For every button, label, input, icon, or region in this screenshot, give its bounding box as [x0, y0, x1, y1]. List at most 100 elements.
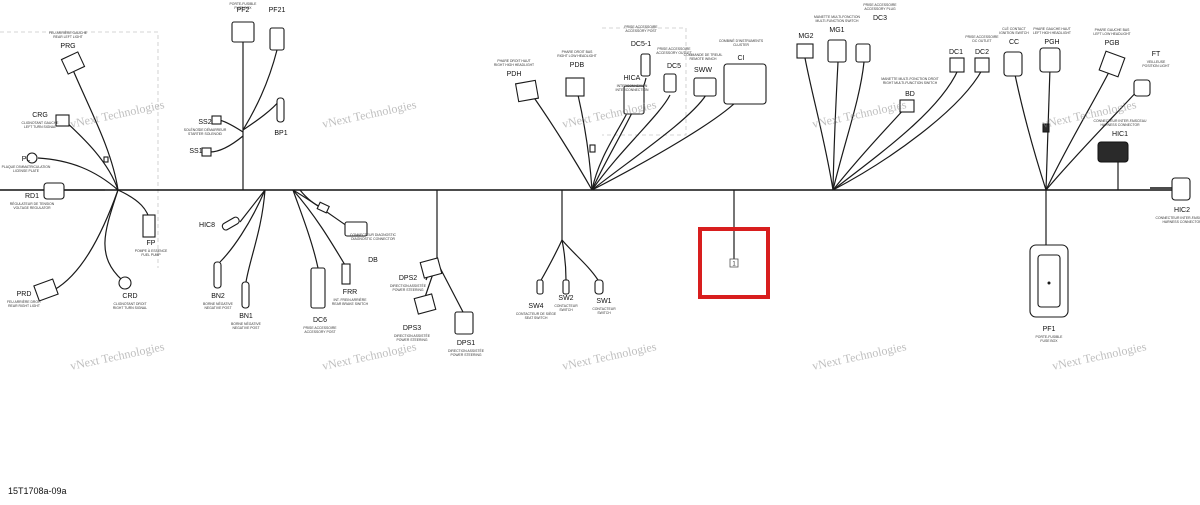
callout-description: LEFT HIGH HEADLIGHT — [1033, 31, 1071, 35]
callout-code: PRG — [60, 43, 75, 50]
callout-description: POWER STEERING — [396, 338, 427, 342]
connector-ss1 — [201, 147, 212, 157]
callout-code: PDB — [570, 62, 585, 69]
connector-sww — [693, 77, 717, 97]
callout-description: CONTACTEUR — [592, 307, 616, 311]
connector-sw2 — [562, 279, 570, 295]
callout-description: ACCESSORY POST — [625, 29, 656, 33]
callout-description: PHARE GAUCHE HAUT — [1033, 27, 1070, 31]
highlight-region: 1 — [698, 227, 770, 299]
callout-description: CLÉ CONTACT — [1002, 26, 1026, 31]
connector-pf21 — [269, 27, 285, 51]
callout-code: DPS1 — [457, 340, 475, 347]
connector-cc — [1003, 51, 1023, 77]
callout-description: DC OUTLET — [972, 39, 991, 43]
callout-description: CONNECTEUR INTER-FAISCEAU — [1094, 119, 1147, 123]
connector-pf2 — [231, 21, 255, 43]
callout-code: PGH — [1044, 39, 1059, 46]
connector-ft — [1133, 79, 1151, 97]
callout-code: DB — [368, 257, 378, 264]
callout-code: CRD — [122, 293, 137, 300]
connector-mg2 — [796, 43, 814, 59]
callout-description: FUSE BOX — [1040, 339, 1058, 343]
callout-description: PORTE-FUSIBLE — [230, 2, 258, 6]
callout-description: POWER STEERING — [392, 288, 423, 292]
watermark-text: vNext Technologies — [1051, 339, 1148, 373]
watermark-text: vNext Technologies — [321, 339, 418, 373]
callout-description: PHARE GAUCHE BAS — [1095, 28, 1131, 32]
callout-description: PRISE ACCESSOIRE — [863, 3, 897, 7]
callout-description: REAR BRAKE SWITCH — [332, 302, 369, 306]
callout-code: CI — [738, 55, 745, 62]
callout-description: CLIGNOTANT DROIT — [113, 302, 146, 306]
connector-dc51 — [640, 53, 651, 77]
connector-pgh — [1039, 47, 1061, 73]
connector-pgb — [1098, 50, 1126, 78]
connector-prg — [60, 51, 86, 75]
connector-ss2 — [211, 115, 222, 125]
callout-description: FUEL PUMP — [141, 253, 161, 257]
callout-code: CRG — [32, 112, 48, 119]
callout-description: NEGATIVE POST — [204, 306, 231, 310]
callout-code: PDH — [507, 71, 522, 78]
callout-code: MG2 — [798, 33, 813, 40]
callout-code: SW2 — [558, 295, 573, 302]
callout-description: MANETTE MULTI-FONCTION — [814, 15, 860, 19]
callout-code: FT — [1152, 51, 1161, 58]
callout-code: PF1 — [1043, 326, 1056, 333]
callout-description: SWITCH — [559, 308, 573, 312]
highlight-label: 1 — [732, 262, 736, 268]
boundary-center — [602, 27, 687, 136]
callout-code: CC — [1009, 39, 1019, 46]
callout-description: HARNESS CONNECTOR — [1100, 123, 1140, 127]
callout-description: RIGHT LOW HEADLIGHT — [557, 54, 597, 58]
callout-code: DC1 — [949, 49, 963, 56]
callout-code: DC5-1 — [631, 41, 651, 48]
callout-code: BD — [905, 91, 915, 98]
callout-code: DC2 — [975, 49, 989, 56]
connector-dc2 — [974, 57, 990, 73]
connector-hic2 — [1171, 177, 1191, 201]
fuse-box-pf1 — [1029, 244, 1069, 318]
callout-description: INTERCONNEXION — [617, 84, 648, 88]
connector-rd1 — [43, 182, 65, 200]
callout-description: VOLTAGE REGULATOR — [13, 206, 51, 210]
callout-description: PHARE DROIT HAUT — [497, 59, 530, 63]
connector-frr — [341, 263, 351, 285]
connector-pdb — [565, 77, 585, 97]
callout-description: MANETTE MULTI-FONCTION DROIT — [881, 77, 938, 81]
connector-pdh — [514, 79, 540, 103]
callout-description: COMBINÉ D'INSTRUMENTS — [719, 38, 764, 43]
callout-description: DIRECTION ASSISTÉE — [394, 333, 431, 338]
callout-description: STARTER SOLENOID — [188, 132, 223, 136]
callout-code: HIC1 — [1112, 131, 1128, 138]
connector-prd — [33, 278, 59, 302]
callout-description: CLUSTER — [733, 43, 749, 47]
connector-sw4 — [536, 279, 544, 295]
callout-description: CONNECTEUR INTER-FAISCEAU — [1156, 216, 1200, 220]
connector-hic8 — [221, 216, 240, 231]
callout-description: SEAT SWITCH — [525, 316, 548, 320]
callout-description: PRISE ACCESSOIRE — [965, 35, 999, 39]
connector-dc3 — [855, 43, 871, 63]
callout-description: CLIGNOTANT GAUCHE — [22, 121, 60, 125]
callout-description: INTERCONNECTION — [616, 88, 650, 92]
callout-description: REAR RIGHT LIGHT — [8, 304, 40, 308]
callout-description: CONTACTEUR — [554, 304, 578, 308]
connector-dc5 — [663, 73, 677, 93]
callout-description: ACCESSORY POST — [304, 330, 335, 334]
callout-code: SW4 — [528, 303, 543, 310]
callout-code: DPS2 — [399, 275, 417, 282]
callout-description: ACCESSORY OUTLET — [656, 51, 692, 55]
callout-code: SS2 — [198, 119, 211, 126]
connector-sw1 — [594, 279, 604, 295]
callout-description: LEFT TURN SIGNAL — [24, 125, 56, 129]
callout-description: PRISE ACCESSOIRE — [624, 25, 658, 29]
callout-code: RD1 — [25, 193, 39, 200]
callout-description: POSITION LIGHT — [1142, 64, 1169, 68]
callout-description: CONTACTEUR DE SIÈGE — [516, 311, 557, 316]
callout-code: BN1 — [239, 313, 253, 320]
